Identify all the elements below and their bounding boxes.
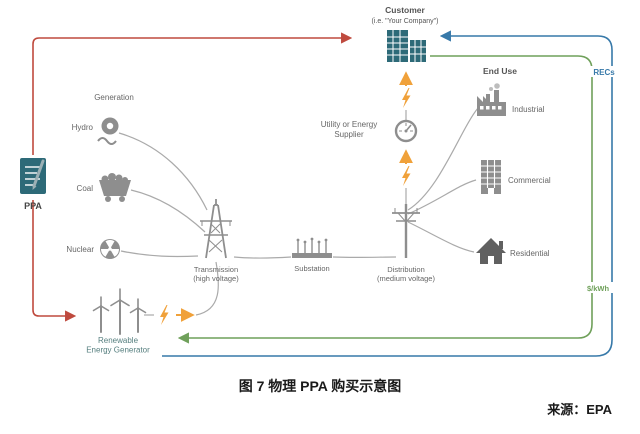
ppa-contract-line-bottom	[32, 200, 77, 322]
transmission-tower-icon	[200, 199, 232, 259]
price-label: $/kWh	[587, 284, 610, 293]
distribution-label-2: (medium voltage)	[377, 274, 435, 283]
recs-label-bg	[589, 66, 619, 77]
industrial-label: Industrial	[512, 105, 545, 114]
coal-cart-icon	[99, 173, 131, 202]
renewable-label-2: Energy Generator	[86, 346, 150, 355]
commercial-building-icon	[481, 160, 501, 194]
transmission-label-1: Transmission	[194, 265, 238, 274]
customer-label-2: (i.e. "Your Company")	[372, 18, 439, 25]
ppa-contract-line-top	[32, 32, 353, 155]
lightning-icon	[160, 305, 169, 325]
coal-label: Coal	[77, 184, 94, 193]
utility-meter-icon	[394, 119, 418, 143]
ppa-contract-icon	[20, 158, 46, 194]
wind-turbines-icon	[92, 288, 147, 335]
end-use-header: End Use	[483, 66, 517, 76]
hydro-icon	[97, 117, 119, 145]
lightning-icon	[402, 88, 411, 108]
lightning-icon	[402, 166, 411, 186]
recs-flow-line	[162, 30, 613, 357]
residential-label: Residential	[510, 249, 550, 258]
nuclear-icon	[100, 239, 120, 259]
customer-label-1: Customer	[385, 5, 425, 15]
hydro-label: Hydro	[72, 123, 94, 132]
recs-label: RECs	[593, 68, 615, 77]
figure-caption: 图 7 物理 PPA 购买示意图	[238, 378, 402, 394]
payment-flow-line	[177, 55, 593, 344]
substation-label: Substation	[294, 264, 329, 273]
renewable-label-1: Renewable	[98, 336, 139, 345]
generation-header: Generation	[94, 93, 134, 102]
utility-label-1: Utility or Energy	[321, 120, 377, 129]
nuclear-label: Nuclear	[66, 245, 94, 254]
industrial-factory-icon	[477, 83, 506, 116]
distribution-pole-icon	[392, 204, 420, 258]
grid-connector-lines	[118, 107, 479, 316]
substation-icon	[292, 237, 332, 258]
customer-building-icon	[387, 30, 426, 62]
distribution-label-1: Distribution	[387, 265, 425, 274]
residential-house-icon	[476, 238, 506, 264]
commercial-label: Commercial	[508, 176, 551, 185]
source-label: 来源：EPA	[547, 402, 612, 417]
price-label-bg	[579, 282, 617, 293]
ppa-label: PPA	[24, 201, 42, 211]
ppa-diagram: Customer (i.e. "Your Company") PPA Gener…	[20, 5, 619, 357]
transmission-label-2: (high voltage)	[193, 274, 239, 283]
utility-label-2: Supplier	[334, 130, 364, 139]
